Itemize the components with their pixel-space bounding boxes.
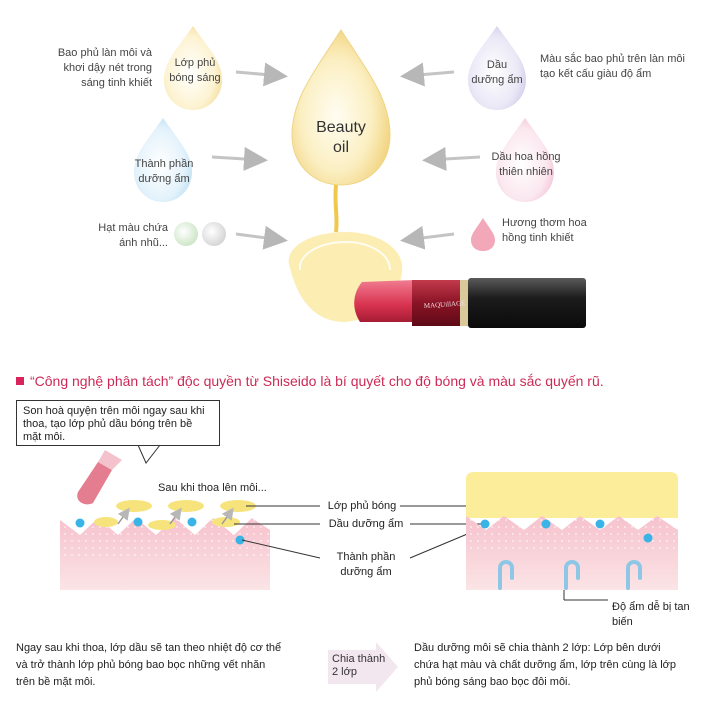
drop-gloss-layer <box>164 26 222 110</box>
split-arrow-shape <box>328 642 398 692</box>
drop-label-moisture-oil: Dầu dưỡng ẩm <box>471 59 523 86</box>
scent-label: Hương thơm hoa hồng tinh khiết <box>502 217 587 244</box>
label-moisture-oil: Dầu dưỡng ẩm <box>328 518 404 530</box>
right-lip-cross-section <box>466 472 678 590</box>
pearl-white <box>202 222 226 246</box>
desc-gloss-layer: Bao phủ làn môi và khơi dậy nét trong sá… <box>57 47 152 89</box>
drop-label-gloss-layer: Lớp phủ bóng sáng <box>169 57 221 84</box>
drop-rose-oil <box>496 118 554 202</box>
applicator-stick <box>77 450 122 505</box>
brand-logo: MAQUillAGE <box>424 299 466 310</box>
split-arrow-label: Chia thành 2 lớp <box>332 653 386 678</box>
callout-pointer <box>137 444 161 464</box>
pearl-label: Hạt màu chứa ánh nhũ... <box>98 222 168 249</box>
inflow-arrows <box>211 62 481 250</box>
after-apply-label: Sau khi thoa lên môi... <box>158 482 267 494</box>
lipstick: MAQUillAGE <box>354 278 586 328</box>
pearl-green <box>174 222 198 246</box>
heading-bullet <box>16 377 24 385</box>
drop-moisture-ingredient <box>134 118 192 202</box>
scent-drop-icon <box>471 218 495 251</box>
moisture-note: Độ ẩm dễ bị tan biến <box>612 601 690 628</box>
left-up-arrows <box>117 507 234 525</box>
right-caption: Dầu dưỡng môi sẽ chia thành 2 lớp: Lớp b… <box>414 642 677 688</box>
heading-text: “Công nghệ phân tách” độc quyền từ Shise… <box>30 373 604 389</box>
left-lip-cross-section <box>60 500 270 590</box>
label-moisture-ingredient: Thành phần dưỡng ẩm <box>336 551 396 578</box>
desc-moisture-oil: Màu sắc bao phủ trên làn môi tạo kết cấu… <box>540 53 685 80</box>
center-beauty-oil-drop <box>291 29 391 186</box>
drop-moisture-oil <box>468 26 526 110</box>
callout-box: Son hoà quyện trên môi ngay sau khi thoa… <box>16 400 220 446</box>
drop-label-moisture-ingredient: Thành phần dưỡng ẩm <box>134 158 194 185</box>
left-caption: Ngay sau khi thoa, lớp dầu sẽ tan theo n… <box>16 642 282 688</box>
drop-label-rose-oil: Dầu hoa hồng thiên nhiên <box>491 151 561 178</box>
section-heading: “Công nghệ phân tách” độc quyền từ Shise… <box>16 373 604 389</box>
center-drop-label: Beauty oil <box>316 119 366 156</box>
label-gloss-layer: Lớp phủ bóng <box>327 500 397 512</box>
evaporation-arrows-icon <box>498 560 642 590</box>
